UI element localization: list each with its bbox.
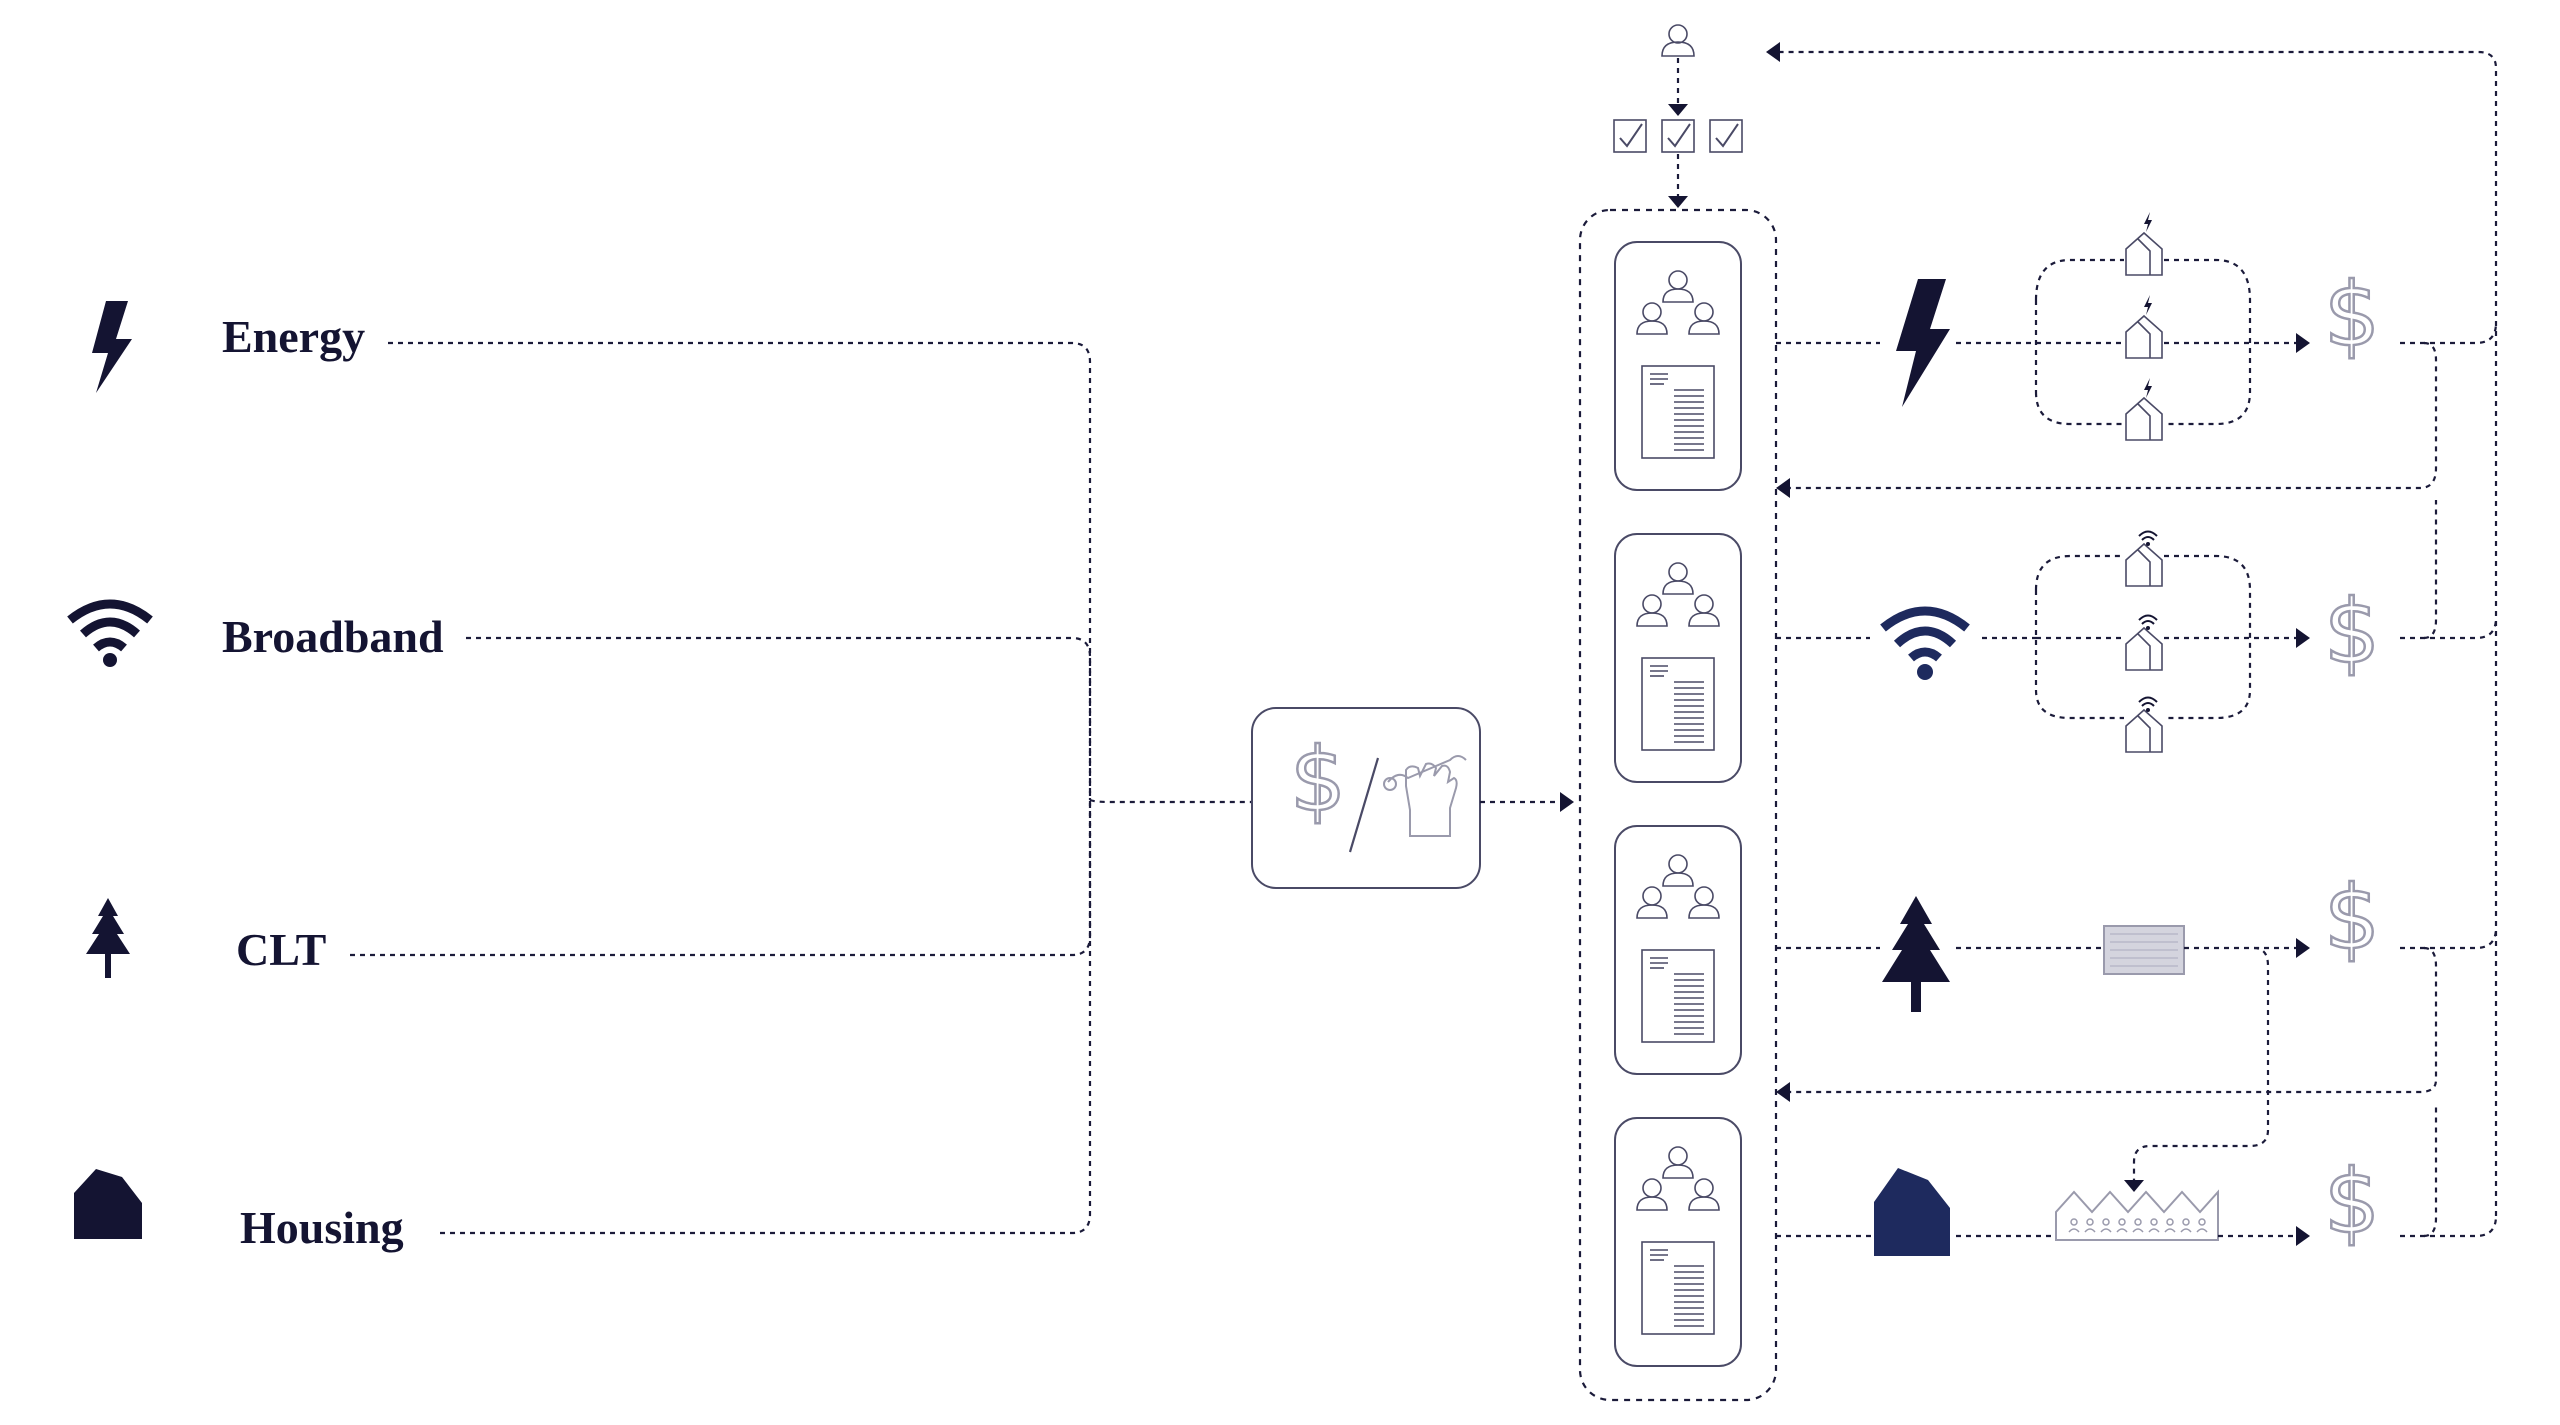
dollar-sign-icon	[1288, 726, 1348, 833]
energy-house-top	[2125, 212, 2163, 276]
housing-block	[2055, 1189, 2219, 1241]
dollar-sign-icon	[2322, 578, 2382, 685]
checkbox-icon	[1709, 119, 1743, 153]
broadband-house-top	[2125, 530, 2163, 587]
category-label-clt: CLT	[236, 924, 326, 975]
wrench-fist-icon	[1383, 755, 1467, 837]
energy-house-mid	[2125, 295, 2163, 359]
energy-house-bot	[2125, 378, 2163, 441]
funding-labor-hub	[1251, 707, 1481, 889]
broadband-house-bot	[2125, 696, 2163, 753]
energy-icon	[92, 301, 132, 393]
checkbox-to-column-arrow	[1668, 154, 1688, 208]
person-icon	[1661, 24, 1695, 57]
broadband-flow	[1776, 530, 2382, 753]
top-person-arrow	[1668, 58, 1688, 116]
pine-tree-icon	[86, 898, 130, 978]
checkbox-icon	[1661, 119, 1695, 153]
feedback-loops	[1766, 42, 2498, 1238]
clt-flow	[1776, 864, 2382, 1192]
pine-tree-icon	[1882, 896, 1950, 1012]
housing-flow	[1776, 1148, 2382, 1256]
lightning-bolt-icon	[1896, 279, 1950, 407]
org-card-energy	[1614, 241, 1742, 491]
org-card-housing	[1614, 1117, 1742, 1367]
house-icon	[1874, 1168, 1950, 1256]
dollar-sign-icon	[2322, 261, 2382, 368]
left-connectors	[350, 341, 1252, 1235]
hub-to-column-arrow	[1480, 792, 1574, 812]
organizations-column	[1578, 208, 1778, 1402]
energy-flow	[1776, 212, 2382, 441]
broadband-house-mid	[2125, 614, 2163, 671]
org-card-broadband	[1614, 533, 1742, 783]
checkbox-icon	[1613, 119, 1647, 153]
category-label-housing: Housing	[240, 1202, 404, 1253]
category-label-energy: Energy	[222, 311, 365, 362]
org-card-clt	[1614, 825, 1742, 1075]
land-panel	[2103, 925, 2185, 975]
category-label-broadband: Broadband	[222, 611, 444, 662]
house-icon	[74, 1169, 142, 1239]
dollar-sign-icon	[2322, 864, 2382, 971]
checkbox-row	[1613, 119, 1743, 153]
wifi-icon	[1880, 606, 1970, 680]
wifi-icon	[67, 599, 153, 667]
dollar-sign-icon	[2322, 1148, 2382, 1255]
